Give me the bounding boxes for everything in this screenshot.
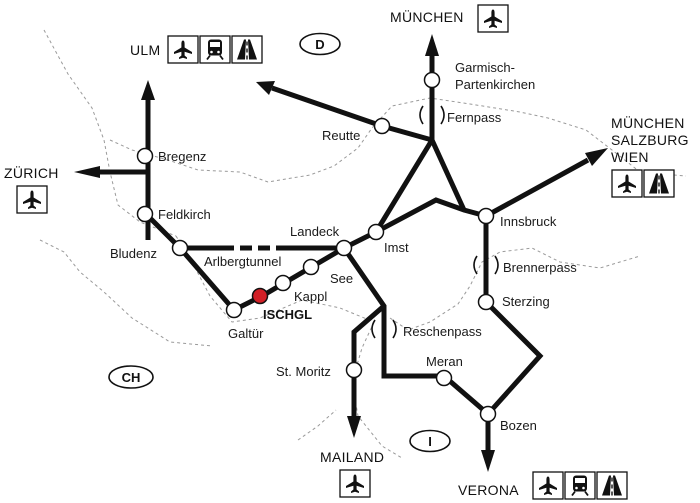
- place-nodes: [136, 71, 497, 423]
- node-bregenz: [136, 147, 154, 165]
- road-brenner: [483, 216, 544, 416]
- dest-zuerich: ZÜRICH: [4, 164, 59, 181]
- icon-zuerich: [16, 185, 48, 214]
- label-reutte: Reutte: [322, 128, 360, 143]
- node-garmisch: [423, 71, 441, 89]
- country-label-de: D: [315, 37, 324, 52]
- label-feldkirch: Feldkirch: [158, 207, 211, 222]
- road-landeck-fernpass: [342, 138, 435, 251]
- road-imst-innsbruck: [374, 197, 487, 235]
- node-innsbruck: [477, 207, 495, 225]
- label-brennerpass: Brennerpass: [503, 260, 577, 275]
- direction-arrows: [74, 34, 608, 472]
- arrow-west: [256, 81, 275, 95]
- label-bozen: Bozen: [500, 418, 537, 433]
- label-garmisch-2: Partenkirchen: [455, 77, 535, 92]
- label-garmisch-1: Garmisch-: [455, 60, 515, 75]
- pass-icon: [473, 255, 499, 275]
- country-markers: D CH I: [108, 32, 451, 453]
- icon-muenchen-salzburg-wien: [611, 169, 675, 198]
- arrow-ulm: [141, 80, 155, 100]
- node-kappl: [274, 274, 292, 292]
- country-oval-ch: [108, 365, 154, 389]
- label-galtuer: Galtür: [228, 326, 264, 341]
- label-reschenpass: Reschenpass: [403, 324, 482, 339]
- label-landeck: Landeck: [290, 224, 340, 239]
- place-labels: Garmisch- Partenkirchen Fernpass Reutte …: [110, 60, 577, 433]
- node-meran: [435, 369, 453, 387]
- dest-wien: WIEN: [611, 149, 649, 165]
- arrow-salzburg: [585, 148, 608, 166]
- dest-ulm: ULM: [130, 42, 160, 58]
- dest-muenchen-east: MÜNCHEN: [611, 114, 685, 131]
- node-ischgl: [251, 287, 269, 305]
- pass-symbols: [371, 105, 499, 339]
- dest-mailand: MAILAND: [320, 449, 384, 465]
- road-network: [100, 56, 590, 450]
- pass-icon: [371, 319, 397, 339]
- label-arlbergtunnel: Arlbergtunnel: [204, 254, 281, 269]
- node-bozen: [479, 405, 497, 423]
- road-to-salzburg: [484, 157, 590, 219]
- label-sterzing: Sterzing: [502, 294, 550, 309]
- node-landeck: [335, 239, 353, 257]
- country-oval-de: [299, 32, 341, 56]
- pass-icon: [419, 105, 445, 125]
- node-reutte: [373, 117, 391, 135]
- node-see: [302, 258, 320, 276]
- icon-muenchen: [477, 4, 509, 33]
- dest-muenchen: MÜNCHEN: [390, 8, 464, 25]
- arrow-muenchen: [425, 34, 439, 56]
- label-imst: Imst: [384, 240, 409, 255]
- label-see: See: [330, 271, 353, 286]
- country-label-it: I: [428, 434, 432, 449]
- label-ischgl: ISCHGL: [263, 307, 312, 322]
- road-fernpass-innsbruck: [429, 138, 467, 212]
- icon-ulm: [167, 35, 263, 64]
- road-reschen: [341, 246, 490, 416]
- country-borders: [39, 29, 687, 459]
- node-galtuer: [225, 301, 243, 319]
- road-to-mailand: [351, 304, 386, 416]
- node-imst: [367, 223, 385, 241]
- label-st-moritz: St. Moritz: [276, 364, 331, 379]
- destination-labels: MÜNCHEN ULM ZÜRICH MÜNCHEN SALZBURG WIEN…: [4, 8, 689, 498]
- label-bludenz: Bludenz: [110, 246, 157, 261]
- icon-verona: [532, 471, 628, 500]
- arrow-zuerich: [74, 166, 100, 178]
- label-fernpass: Fernpass: [447, 110, 502, 125]
- dest-salzburg: SALZBURG: [611, 132, 689, 148]
- label-bregenz: Bregenz: [158, 149, 206, 164]
- label-innsbruck: Innsbruck: [500, 214, 557, 229]
- node-feldkirch: [136, 205, 154, 223]
- icon-mailand: [339, 469, 371, 498]
- label-kappl: Kappl: [294, 289, 327, 304]
- dest-verona: VERONA: [458, 482, 519, 498]
- arrow-verona: [481, 450, 495, 472]
- node-bludenz: [171, 239, 189, 257]
- label-meran: Meran: [426, 354, 463, 369]
- country-oval-it: [409, 429, 451, 453]
- node-sterzing: [477, 293, 495, 311]
- node-st-moritz: [345, 361, 363, 379]
- arrow-mailand: [347, 416, 361, 438]
- country-label-ch: CH: [122, 370, 141, 385]
